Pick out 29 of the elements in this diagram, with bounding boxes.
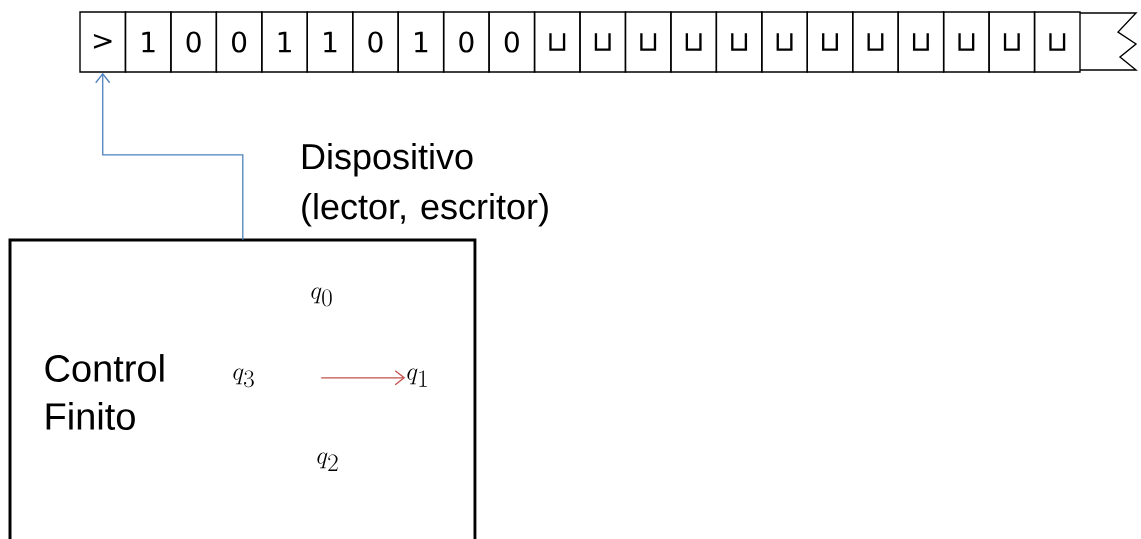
tape-cell: ⊔ [670,11,718,73]
tape-cell: 1 [306,11,354,73]
tape-cell: > [79,11,127,73]
tape-cell: 1 [261,11,308,73]
tape-cell: 0 [488,11,536,73]
tape-cell: ⊔ [624,11,672,73]
tape-cell: 0 [442,11,490,73]
tape-cell: 0 [170,11,218,73]
tape-cell: ⊔ [579,11,627,73]
state-label: $q_0$ [311,287,332,307]
tape-cell: ⊔ [852,11,899,73]
tape-cell: 1 [397,11,445,73]
edge-label: Dispositivo (lector, escritor) [298,141,577,229]
tape-cell: 0 [215,11,263,73]
tape-cell: 1 [124,11,172,73]
tape-cell: ⊔ [533,11,581,73]
arrow [320,370,406,386]
tape-cell: 0 [352,11,399,73]
state-label: $q_1$ [407,368,427,387]
tape-cell: ⊔ [715,11,763,73]
tape-cell: ⊔ [942,11,990,73]
tape-cell: ⊔ [897,11,945,73]
tape-cell: ⊔ [761,11,808,73]
arrow [95,72,244,241]
tape-cell: ⊔ [988,11,1036,73]
tape-cell: ⊔ [1033,11,1081,73]
state-label: $q_3$ [233,368,254,388]
state-label: $q_2$ [317,452,338,471]
tape-cell: ⊔ [806,11,854,73]
